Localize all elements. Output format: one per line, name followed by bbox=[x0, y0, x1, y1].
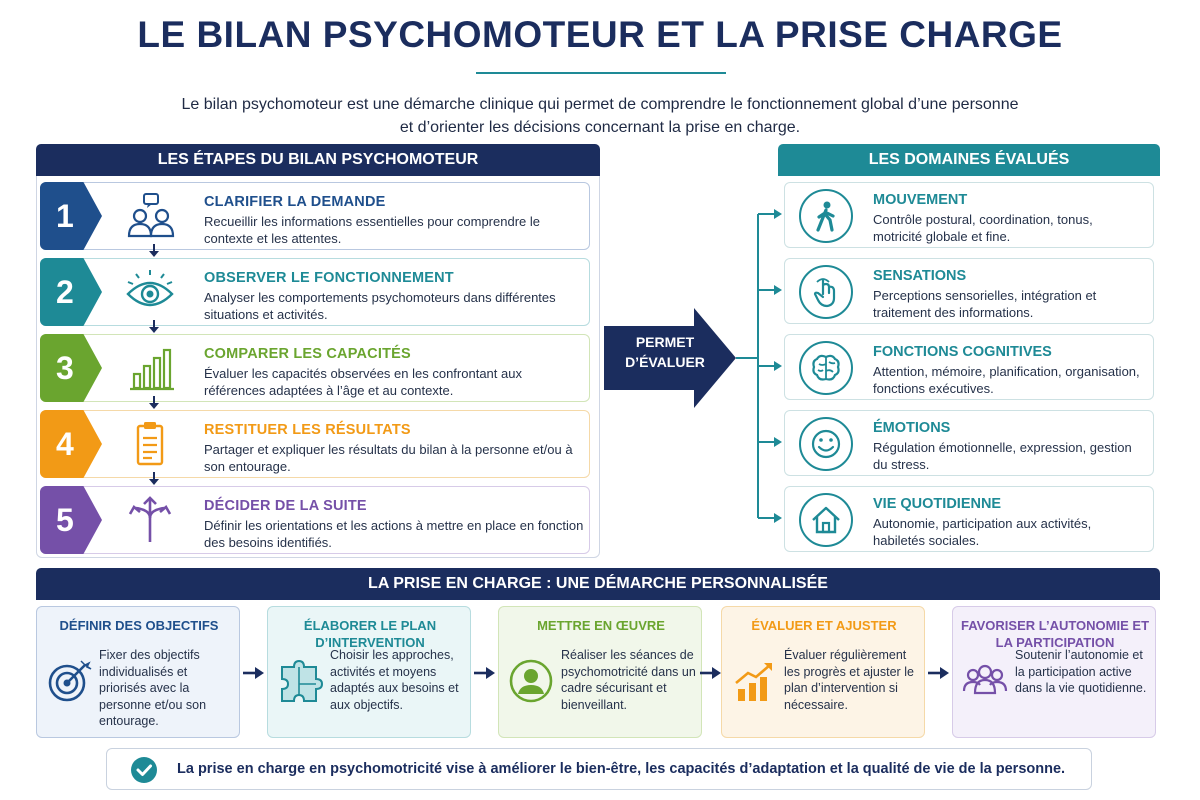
care-stage-title: METTRE EN ŒUVRE bbox=[537, 618, 665, 633]
arrow-right-icon bbox=[474, 667, 495, 679]
domain-description: Régulation émotionnelle, expression, ges… bbox=[873, 440, 1132, 472]
care-stage-3: METTRE EN ŒUVRE Réaliser les séances de … bbox=[498, 606, 702, 738]
domain-vie-quotidienne: VIE QUOTIDIENNE Autonomie, participation… bbox=[784, 486, 1154, 552]
connector-label-line-2: D’ÉVALUER bbox=[625, 354, 705, 370]
domain-description: Perceptions sensorielles, intégration et… bbox=[873, 288, 1097, 320]
care-stage-title: DÉFINIR DES OBJECTIFS bbox=[59, 618, 219, 633]
group-icon bbox=[962, 664, 1008, 695]
care-panel-header: LA PRISE EN CHARGE : UNE DÉMARCHE PERSON… bbox=[36, 568, 1160, 600]
domain-fonctions-cognitives: FONCTIONS COGNITIVES Attention, mémoire,… bbox=[784, 334, 1154, 400]
connector-label: PERMET D’ÉVALUER bbox=[610, 332, 720, 372]
step-description: Partager et expliquer les résultats du b… bbox=[204, 442, 573, 474]
step-description: Analyser les comportements psychomoteurs… bbox=[204, 290, 556, 322]
growth-chart-icon bbox=[735, 663, 772, 701]
arrow-right-icon bbox=[700, 667, 721, 679]
domain-title: MOUVEMENT bbox=[873, 192, 968, 208]
step-4: 4 RESTITUER LES RÉSULTATS Partager et ex… bbox=[40, 410, 590, 478]
domain-description: Autonomie, participation aux activités, … bbox=[873, 516, 1092, 548]
eye-icon bbox=[126, 270, 174, 307]
check-circle-icon bbox=[131, 757, 157, 783]
step-title: CLARIFIER LA DEMANDE bbox=[204, 194, 386, 210]
domain-description: Attention, mémoire, planification, organ… bbox=[873, 364, 1140, 396]
care-stage-description: Choisir les approches, activités et moye… bbox=[330, 648, 459, 712]
connector-label-line-1: PERMET bbox=[635, 334, 695, 350]
domain-mouvement: MOUVEMENT Contrôle postural, coordinatio… bbox=[784, 182, 1154, 248]
step-2: 2 OBSERVER LE FONCTIONNEMENT Analyser le… bbox=[40, 258, 590, 326]
arrow-down-icon bbox=[149, 320, 159, 333]
care-stage-1: DÉFINIR DES OBJECTIFS Fixer des objectif… bbox=[36, 606, 240, 738]
walking-person-icon bbox=[816, 201, 835, 232]
step-description: Recueillir les informations essentielles… bbox=[204, 214, 540, 246]
people-chat-icon bbox=[127, 193, 175, 238]
steps-panel-header: LES ÉTAPES DU BILAN PSYCHOMOTEUR bbox=[36, 144, 600, 176]
arrow-down-icon bbox=[149, 244, 159, 257]
arrow-right-icon bbox=[928, 667, 949, 679]
brain-icon bbox=[812, 354, 840, 381]
step-3: 3 COMPARER LES CAPACITÉS Évaluer les cap… bbox=[40, 334, 590, 402]
care-stage-title: ÉVALUER ET AJUSTER bbox=[751, 618, 897, 633]
domain-title: ÉMOTIONS bbox=[873, 420, 951, 436]
care-stage-description: Évaluer régulièrement les progrès et aju… bbox=[784, 648, 914, 712]
arrow-down-icon bbox=[149, 396, 159, 409]
step-title: OBSERVER LE FONCTIONNEMENT bbox=[204, 270, 454, 286]
care-stage-5: FAVORISER L’AUTONOMIE ET LA PARTICIPATIO… bbox=[952, 606, 1156, 738]
arrow-down-icon bbox=[149, 472, 159, 485]
domains-panel-header: LES DOMAINES ÉVALUÉS bbox=[778, 144, 1160, 176]
domain-sensations: SENSATIONS Perceptions sensorielles, int… bbox=[784, 258, 1154, 324]
smiley-icon bbox=[811, 429, 841, 459]
step-1: 1 CLARIFIER LA DEMANDE Recueillir les in… bbox=[40, 182, 590, 250]
conclusion-banner: La prise en charge en psychomotricité vi… bbox=[106, 748, 1092, 790]
care-stage-2: ÉLABORER LE PLAN D’INTERVENTION Choisir … bbox=[267, 606, 471, 738]
step-title: DÉCIDER DE LA SUITE bbox=[204, 498, 367, 514]
domain-title: FONCTIONS COGNITIVES bbox=[873, 344, 1052, 360]
domain-description: Contrôle postural, coordination, tonus, … bbox=[873, 212, 1093, 244]
person-circle-icon bbox=[509, 659, 553, 703]
page-title: LE BILAN PSYCHOMOTEUR ET LA PRISE CHARGE bbox=[137, 14, 1063, 55]
domain-title: VIE QUOTIDIENNE bbox=[873, 496, 1002, 512]
intro-line-2: et d’orienter les décisions concernant l… bbox=[399, 119, 801, 136]
clipboard-icon bbox=[136, 422, 164, 466]
intro-text: Le bilan psychomoteur est une démarche c… bbox=[0, 93, 1200, 139]
care-stage-title: ÉLABORER LE PLAN D’INTERVENTION bbox=[303, 618, 437, 650]
target-icon bbox=[48, 660, 92, 702]
arrow-right-icon bbox=[243, 667, 264, 679]
touch-hand-icon bbox=[813, 278, 836, 308]
intro-line-1: Le bilan psychomoteur est une démarche c… bbox=[181, 96, 1019, 113]
step-title: COMPARER LES CAPACITÉS bbox=[204, 346, 411, 362]
split-arrows-icon bbox=[128, 496, 172, 542]
title-divider bbox=[476, 72, 726, 74]
care-stage-title: FAVORISER L’AUTONOMIE ET LA PARTICIPATIO… bbox=[960, 618, 1150, 650]
connector-arrow bbox=[604, 308, 736, 408]
house-icon bbox=[812, 506, 840, 534]
bar-chart-icon bbox=[130, 348, 174, 391]
domain-bracket bbox=[736, 209, 782, 523]
step-5: 5 DÉCIDER DE LA SUITE Définir les orient… bbox=[40, 486, 590, 554]
care-stage-description: Réaliser les séances de psychomotricité … bbox=[561, 648, 696, 712]
care-stage-description: Fixer des objectifs individualisés et pr… bbox=[99, 648, 207, 728]
step-title: RESTITUER LES RÉSULTATS bbox=[204, 422, 411, 438]
domain-emotions: ÉMOTIONS Régulation émotionnelle, expres… bbox=[784, 410, 1154, 476]
care-stage-description: Soutenir l’autonomie et la participation… bbox=[1015, 648, 1147, 695]
domain-title: SENSATIONS bbox=[873, 268, 967, 284]
step-description: Définir les orientations et les actions … bbox=[204, 518, 584, 550]
care-stage-4: ÉVALUER ET AJUSTER Évaluer régulièrement… bbox=[721, 606, 925, 738]
step-description: Évaluer les capacités observées en les c… bbox=[204, 366, 522, 398]
conclusion-text: La prise en charge en psychomotricité vi… bbox=[177, 761, 1066, 777]
puzzle-icon bbox=[281, 659, 324, 702]
